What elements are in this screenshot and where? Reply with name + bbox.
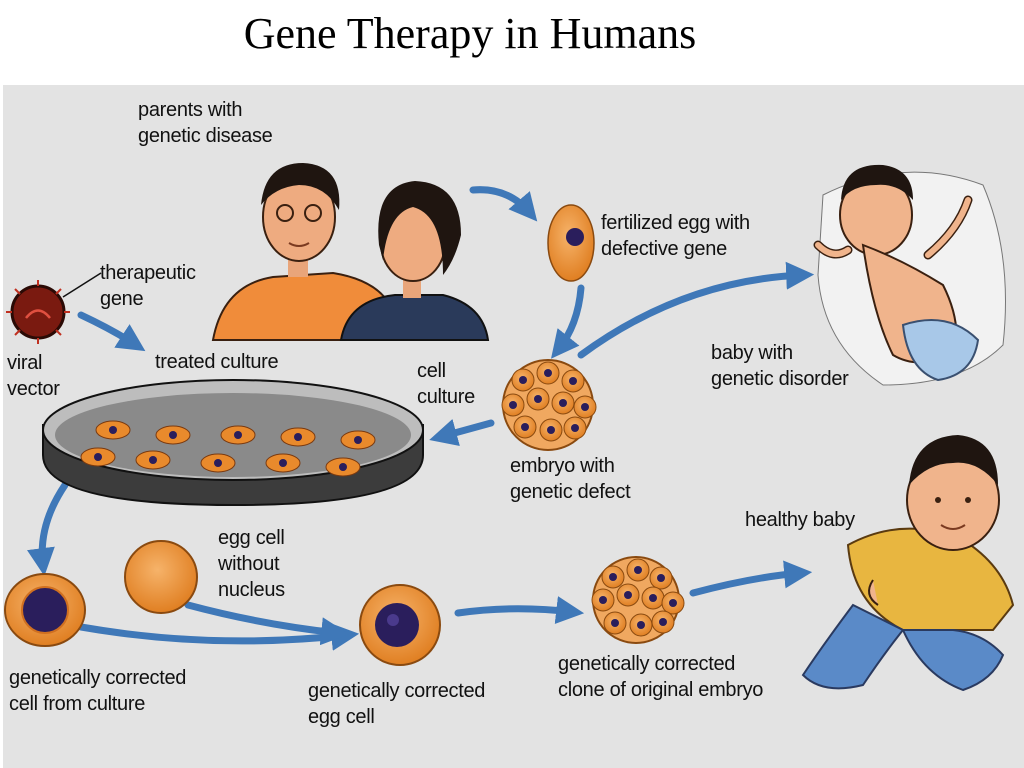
label-therapeutic-line1: therapeutic — [100, 262, 196, 284]
embryo-with-defect — [501, 359, 597, 451]
label-corrected-egg: genetically corrected egg cell — [308, 678, 485, 730]
label-corrected-clone-line2: clone of original embryo — [558, 679, 764, 701]
arrow-cell-to-egg — [77, 622, 360, 651]
petri-dish — [42, 379, 424, 507]
label-embryo-defect: embryo with genetic defect — [510, 453, 631, 505]
label-therapeutic-gene: therapeutic gene — [100, 260, 196, 312]
label-viral-line1: viral — [7, 352, 43, 374]
arrow-dish-to-cell — [27, 481, 69, 577]
label-baby-disorder-line2: genetic disorder — [711, 368, 849, 390]
label-viral-vector: viral vector — [7, 350, 60, 402]
corrected-clone-embryo — [591, 556, 685, 644]
label-egg-no-nucleus-line3: nucleus — [218, 579, 285, 601]
viral-vector — [6, 272, 102, 344]
label-parents-line2: genetic disease — [138, 125, 273, 147]
corrected-egg — [359, 584, 441, 666]
label-corrected-cell: genetically corrected cell from culture — [9, 665, 186, 717]
label-egg-no-nucleus: egg cell without nucleus — [218, 525, 285, 603]
egg-without-nucleus — [124, 540, 198, 614]
label-baby-disorder-line1: baby with — [711, 342, 793, 364]
arrow-parents-to-egg — [469, 186, 538, 222]
label-corrected-egg-line1: genetically corrected — [308, 680, 486, 702]
arrow-clone-to-healthy — [689, 560, 813, 597]
flow-arrows — [27, 186, 815, 651]
arrow-enucleated-to-egg — [184, 601, 350, 646]
diagram-figure: parents with genetic disease fertilized … — [3, 85, 1024, 768]
arrow-vector-to-culture — [77, 311, 146, 352]
label-cell-culture: cell culture — [417, 358, 475, 410]
label-treated-culture: treated culture — [155, 351, 279, 373]
label-corrected-egg-line2: egg cell — [308, 706, 375, 728]
label-embryo-defect-line1: embryo with — [510, 455, 615, 477]
label-parents: parents with genetic disease — [138, 97, 273, 149]
label-embryo-defect-line2: genetic defect — [510, 481, 631, 503]
parents-illustration — [211, 163, 490, 341]
diagram-graphics — [4, 163, 1015, 692]
label-viral-line2: vector — [7, 378, 60, 400]
label-healthy-baby: healthy baby — [745, 509, 855, 531]
label-corrected-clone-line1: genetically corrected — [558, 653, 736, 675]
arrow-egg-to-clone — [454, 596, 585, 624]
label-corrected-clone: genetically corrected clone of original … — [558, 651, 763, 703]
arrow-embryo-to-dish — [429, 419, 495, 447]
label-egg-no-nucleus-line2: without — [218, 553, 280, 575]
label-fertilized-line2: defective gene — [601, 238, 727, 260]
label-corrected-cell-line2: cell from culture — [9, 693, 146, 715]
label-fertilized-line1: fertilized egg with — [601, 212, 750, 234]
slide-title: Gene Therapy in Humans — [243, 9, 697, 58]
healthy-baby-illustration — [801, 435, 1015, 692]
label-corrected-cell-line1: genetically corrected — [9, 667, 187, 689]
label-therapeutic-line2: gene — [100, 288, 144, 310]
label-parents-line1: parents with — [138, 99, 243, 121]
corrected-cell-from-culture — [4, 573, 86, 647]
baby-with-disorder-illustration — [813, 164, 1006, 386]
label-cell-culture-line2: culture — [417, 386, 475, 408]
label-egg-no-nucleus-line1: egg cell — [218, 527, 285, 549]
label-baby-disorder: baby with genetic disorder — [711, 340, 849, 392]
arrow-embryo-to-baby — [577, 261, 815, 359]
label-cell-culture-line1: cell — [417, 360, 446, 382]
fertilized-egg — [547, 204, 595, 282]
arrow-egg-to-embryo — [551, 284, 585, 359]
label-fertilized-egg: fertilized egg with defective gene — [601, 210, 750, 262]
